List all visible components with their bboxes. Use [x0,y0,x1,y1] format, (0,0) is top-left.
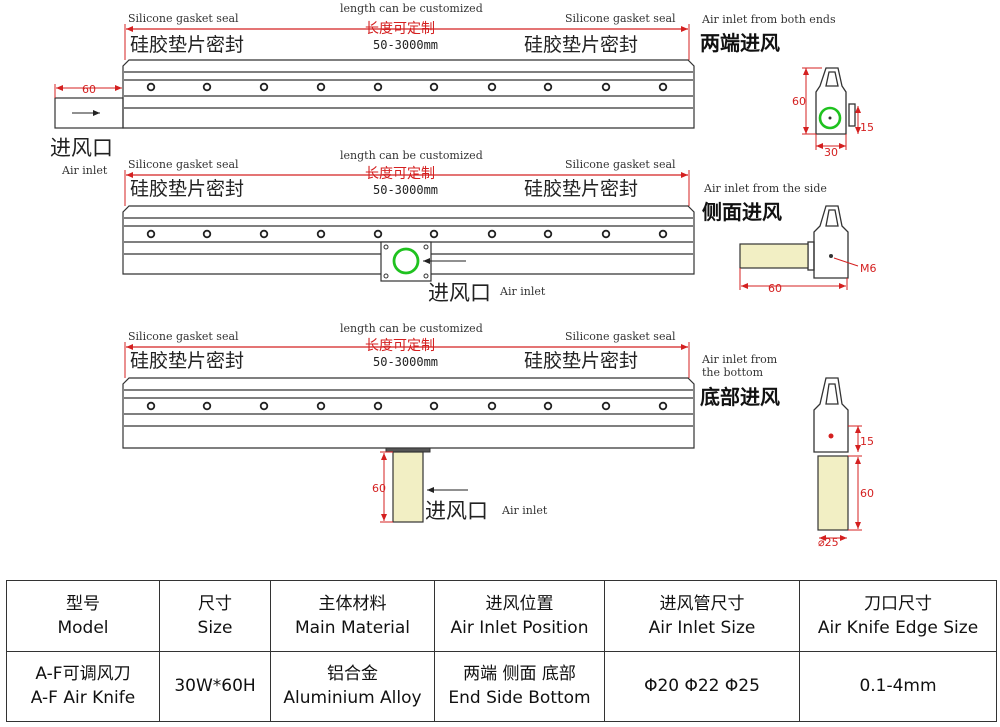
gasket-label-left-cn: 硅胶垫片密封 [130,34,244,56]
inlet-label-en: Air inlet [61,164,108,177]
inlet-label-cn: 进风口 [425,499,488,523]
diagram-bottom-inlet: Silicone gasket seal length can be custo… [122,322,874,549]
length-label-en: length can be customized [340,322,483,335]
gasket-label-left-en: Silicone gasket seal [128,330,239,343]
cell-edge-size: 0.1-4mm [799,650,997,722]
inlet-position-cn: 侧面进风 [702,200,782,224]
thread-leader [833,257,859,267]
gasket-label-right-cn: 硅胶垫片密封 [524,178,638,200]
inlet-position-cn: 底部进风 [700,385,780,409]
gasket-label-left-cn: 硅胶垫片密封 [130,350,244,372]
inlet-position-en-line2: the bottom [702,366,764,379]
diagram-side-inlet: Silicone gasket seal length can be custo… [122,149,877,305]
gasket-label-left-cn: 硅胶垫片密封 [130,178,244,200]
pipe-dimension-label: 60 [372,482,386,495]
section-view [813,377,849,453]
inlet-position-en: Air inlet from the side [703,182,827,195]
thread-label: M6 [860,262,877,275]
inlet-position-en: Air inlet from both ends [701,13,836,26]
pipe-dimension-label: 60 [82,83,96,96]
inlet-ring [392,247,420,275]
gasket-label-left-en: Silicone gasket seal [128,12,239,25]
section-offset-label: 15 [860,435,874,448]
bottom-pipe [392,451,424,523]
gasket-label-right-en: Silicone gasket seal [565,12,676,25]
length-label-cn: 长度可定制 [365,166,435,182]
inlet-center [828,116,832,120]
inlet-label-cn: 进风口 [428,281,491,305]
section-bottom-pipe [817,455,849,531]
section-offset-label: 15 [860,121,874,134]
inlet-label-en: Air inlet [499,285,546,298]
pipe-dimension-label: 60 [768,282,782,295]
section-dimensions [802,67,861,150]
air-knife-technical-drawing: Silicone gasket seal length can be custo… [50,2,877,549]
inlet-label-cn: 进风口 [50,136,113,160]
length-range: 50-3000mm [373,38,438,52]
section-view [807,205,849,279]
inlet-position-cn: 两端进风 [700,31,780,55]
inlet-position-en-line1: Air inlet from [701,353,778,366]
bolt-holes [146,229,668,239]
section-width-label: 30 [824,146,838,159]
section-diameter-label: ⌀25 [818,536,839,549]
inlet-center [828,433,834,439]
section-height-label: 60 [792,95,806,108]
gasket-label-right-cn: 硅胶垫片密封 [524,34,638,56]
knife-body [122,59,695,129]
bolt-holes [146,82,668,92]
cell-size: 30W*60H [159,650,271,722]
section-height-label: 60 [860,487,874,500]
cell-inlet-size: Φ20 Φ22 Φ25 [604,650,800,722]
length-label-en: length can be customized [340,2,483,15]
gasket-label-right-en: Silicone gasket seal [565,158,676,171]
plate-screws [383,244,429,279]
diagram-end-inlet: Silicone gasket seal length can be custo… [50,2,874,177]
inlet-ring [818,106,842,130]
length-range: 50-3000mm [373,183,438,197]
section-dimensions [819,425,862,541]
inlet-center [829,254,833,258]
bolt-holes [146,401,668,411]
length-range: 50-3000mm [373,355,438,369]
side-pipe [739,243,809,269]
end-inlet-pipe [54,97,124,129]
bottom-flange [385,447,431,453]
length-label-en: length can be customized [340,149,483,162]
gasket-label-right-en: Silicone gasket seal [565,330,676,343]
gasket-label-left-en: Silicone gasket seal [128,158,239,171]
inlet-label-en: Air inlet [501,504,548,517]
gasket-label-right-cn: 硅胶垫片密封 [524,350,638,372]
knife-body [122,377,695,449]
side-inlet-plate [380,241,432,282]
length-label-cn: 长度可定制 [365,338,435,354]
